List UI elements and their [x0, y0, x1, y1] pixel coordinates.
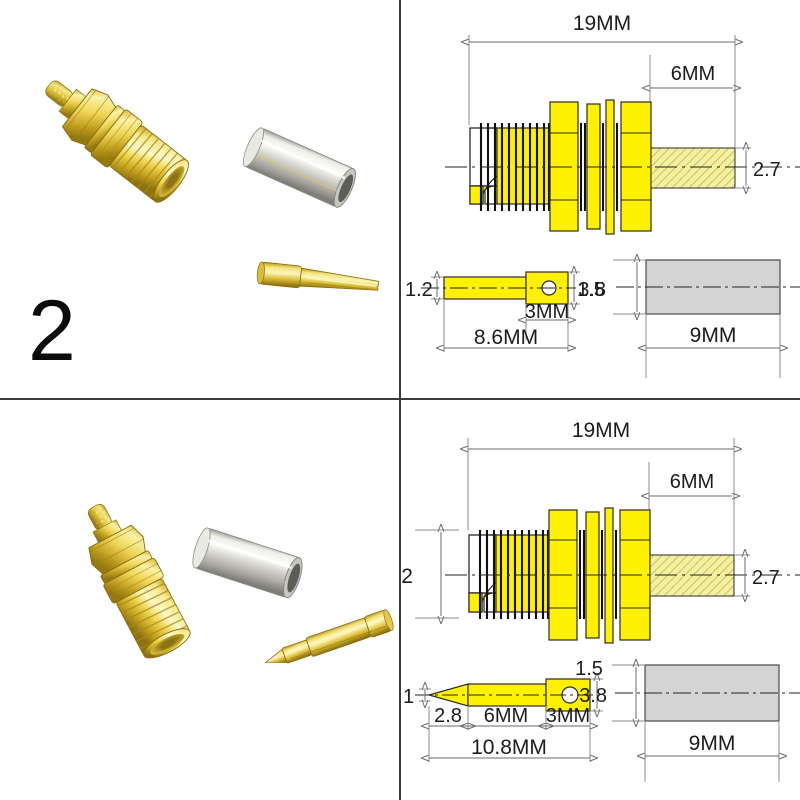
ferrule-detail-4: 3.8 9MM [579, 665, 800, 782]
panel-2-drawing: 19MM 6MM [401, 0, 800, 398]
panel-4-photo: 4 [0, 400, 399, 800]
dim-label-19mm-4: 19MM [572, 419, 630, 442]
ferrule-detail-2: 3.8 9MM [578, 260, 800, 378]
technical-drawing-2: 19MM 6MM [405, 12, 800, 378]
dim-label-10.8mm-4: 10.8MM [471, 736, 547, 759]
panel-2-photo: 2 [0, 0, 399, 398]
male-pin-photo-4 [264, 609, 394, 664]
panel-index-numeral-2: 2 [28, 283, 76, 379]
dim-label-6.2-4: 6.2 [401, 565, 413, 588]
connector-section-4 [445, 507, 800, 644]
dim-label-1.5-2: 1.5 [577, 279, 605, 301]
dim-label-2.7-2: 2.7 [753, 159, 781, 181]
photo-stage-4 [0, 400, 399, 800]
photo-stage-2 [0, 0, 399, 398]
dim-front-dia-4: 6.2 [401, 530, 459, 618]
dim-overall-19mm-2: 19MM [469, 12, 735, 148]
panel-4-drawing: 19MM 6MM 6.2 [401, 400, 800, 800]
dim-rear-6mm-4: 6MM [649, 462, 732, 510]
ferrule-photo-4 [192, 527, 303, 599]
pin-detail-2: 1.2 1.5 3MM 8.6MM [405, 272, 605, 352]
dim-label-3mm-2: 3MM [525, 301, 569, 323]
dim-rear-6mm-2: 6MM [650, 55, 733, 105]
dim-rear-dia-4: 2.7 [734, 555, 780, 596]
product-photo-2 [45, 80, 380, 291]
dim-overall-19mm-4: 19MM [468, 419, 734, 555]
connector-section-2 [445, 99, 800, 235]
dim-label-9mm-4: 9MM [689, 732, 736, 755]
dim-label-3.8-2: 3.8 [578, 279, 606, 301]
dim-rear-dia-2: 2.7 [735, 148, 781, 188]
dim-label-1.2-2: 1.2 [405, 279, 433, 301]
dim-label-19mm-2: 19MM [573, 12, 631, 35]
dim-label-6mm-2: 6MM [671, 63, 715, 85]
socket-contact-photo-2 [256, 261, 380, 291]
connector-photo-body-4 [87, 504, 191, 659]
ferrule-photo-2 [242, 127, 356, 208]
technical-drawing-4: 19MM 6MM 6.2 [401, 419, 800, 782]
vertical-divider [399, 0, 401, 800]
dim-label-6mm-4: 6MM [670, 471, 714, 493]
connector-photo-body-2 [45, 80, 189, 203]
dim-label-3.8-4: 3.8 [579, 685, 607, 707]
dim-label-2.8-4: 2.8 [434, 705, 462, 727]
dim-label-2.7-4: 2.7 [752, 567, 780, 589]
dim-label-1.5-4: 1.5 [575, 658, 603, 680]
dim-label-3mm-4: 3MM [546, 705, 590, 727]
dim-label-1-4: 1 [403, 686, 414, 708]
pin-detail-4: 1 1.5 2.8 6MM 3MM [403, 658, 603, 762]
dim-label-6mm-pin-4: 6MM [484, 705, 528, 727]
dim-label-8.6mm-2: 8.6MM [474, 326, 538, 349]
dim-label-9mm-2: 9MM [690, 324, 737, 347]
product-photo-4 [87, 504, 394, 664]
